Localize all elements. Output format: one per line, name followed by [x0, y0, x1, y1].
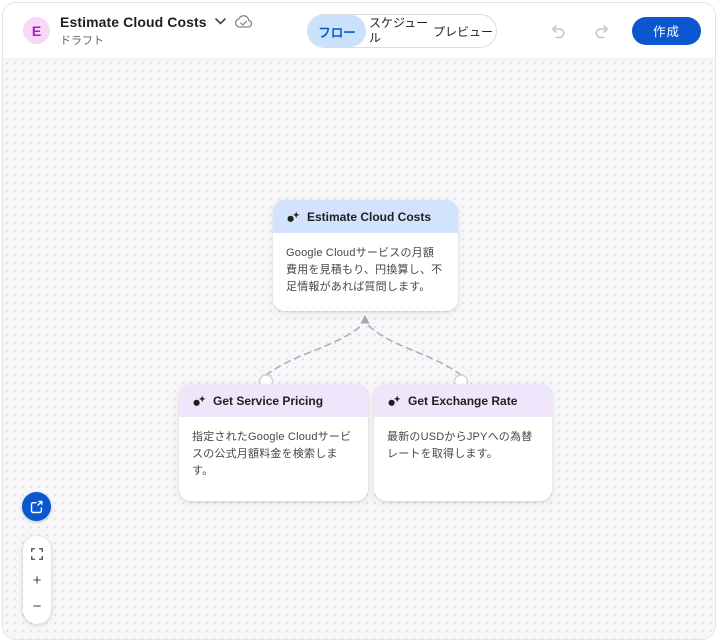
node-title: Estimate Cloud Costs [307, 209, 432, 224]
node-get-service-pricing[interactable]: Get Service Pricing 指定されたGoogle Cloudサービ… [179, 384, 368, 501]
connector-right [367, 324, 462, 376]
topbar-actions: 作成 [544, 16, 701, 45]
node-description: 最新のUSDからJPYへの為替レートを取得します。 [387, 431, 533, 461]
avatar: E [23, 17, 50, 44]
node-header: Get Service Pricing [179, 384, 368, 417]
zoom-in-button[interactable]: + [25, 569, 49, 591]
fit-screen-button[interactable] [25, 543, 49, 565]
node-estimate-cloud-costs[interactable]: Estimate Cloud Costs Google Cloudサービスの月額… [273, 200, 458, 311]
node-description: 指定されたGoogle Cloudサービスの公式月額料金を検索します。 [192, 431, 352, 478]
undo-icon [552, 24, 565, 38]
redo-button[interactable] [590, 18, 616, 44]
node-header: Get Exchange Rate [374, 384, 552, 417]
sparkle-icon [388, 395, 401, 406]
node-description: Google Cloudサービスの月額費用を見積もり、円換算し、不足情報があれば… [286, 247, 443, 294]
node-title: Get Exchange Rate [408, 393, 518, 408]
tab-preview[interactable]: プレビュー [432, 24, 493, 39]
tab-schedule[interactable]: スケジュール [366, 15, 430, 47]
tab-flow[interactable]: フロー [308, 15, 366, 47]
open-in-new-icon [30, 500, 43, 514]
status-badge: ドラフト [60, 34, 104, 47]
title-block: Estimate Cloud Costs ドラフト [60, 14, 253, 48]
sparkle-icon [287, 211, 300, 222]
node-title: Get Service Pricing [213, 393, 324, 408]
flow-canvas[interactable]: Estimate Cloud Costs Google Cloudサービスの月額… [3, 59, 715, 639]
chevron-down-icon[interactable] [214, 18, 226, 25]
top-bar: E Estimate Cloud Costs ドラフト フロー スケ [3, 3, 715, 59]
node-header: Estimate Cloud Costs [273, 200, 458, 233]
zoom-out-button[interactable]: − [25, 595, 49, 617]
view-switcher: フロー スケジュール プレビュー [307, 14, 497, 48]
connector-arrowhead [360, 315, 370, 324]
zoom-controls: + − [23, 536, 51, 624]
open-in-new-button[interactable] [22, 492, 51, 521]
sparkle-icon [193, 395, 206, 406]
connector-layer [258, 315, 469, 389]
create-button[interactable]: 作成 [631, 16, 701, 45]
fit-screen-icon [31, 548, 43, 560]
undo-button[interactable] [544, 18, 570, 44]
page-title: Estimate Cloud Costs [60, 13, 207, 30]
node-get-exchange-rate[interactable]: Get Exchange Rate 最新のUSDからJPYへの為替レートを取得し… [374, 384, 552, 501]
tab-schedule-label: スケジュール [369, 16, 429, 45]
redo-icon [595, 24, 608, 38]
connector-left [265, 324, 363, 376]
cloud-done-icon [234, 14, 253, 29]
